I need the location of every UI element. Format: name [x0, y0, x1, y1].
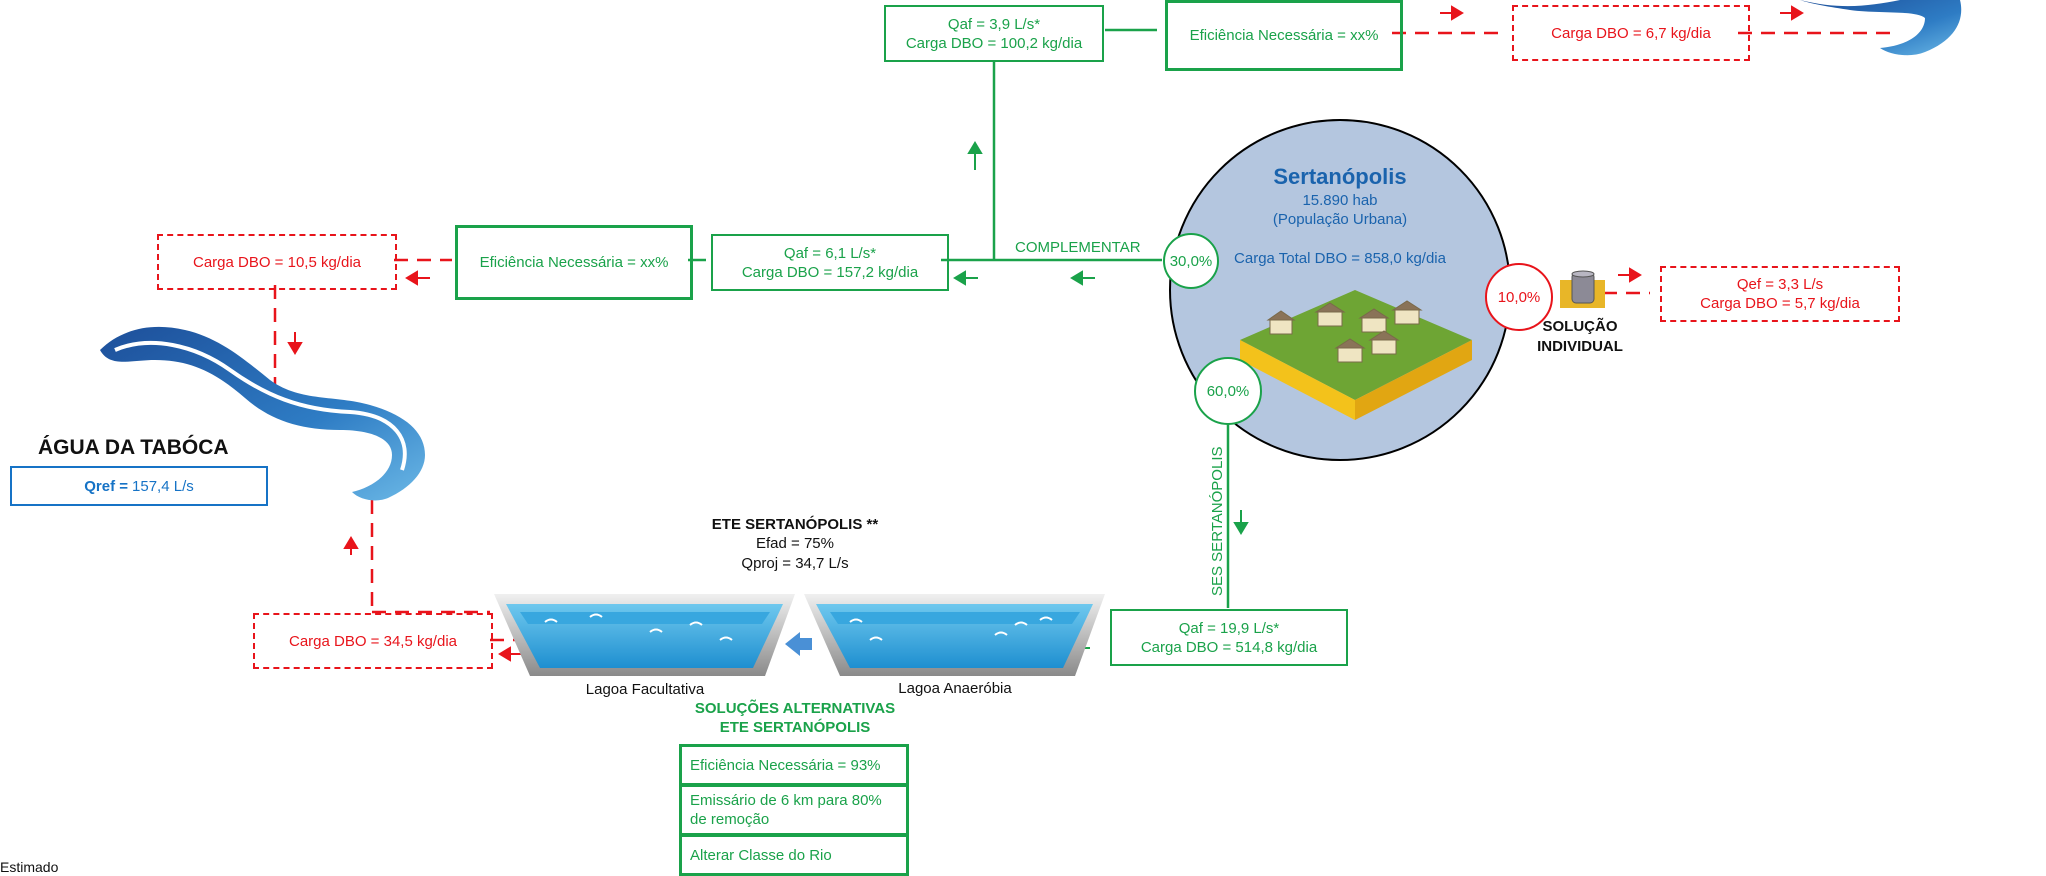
share-ses-value: 60,0% [1206, 382, 1250, 400]
alternative-item-text: Emissário de 6 km para 80% de remoção [690, 792, 882, 828]
red-dashed-lines [273, 31, 1890, 642]
ete-efad: Efad = 75% [756, 535, 834, 552]
qref-value: 157,4 L/s [132, 477, 194, 495]
left-efficiency-text: Eficiência Necessária = xx% [479, 254, 669, 271]
left-load-box: Carga DBO = 10,5 kg/dia [157, 234, 397, 290]
share-individual-value: 10,0% [1497, 288, 1541, 306]
qref-label: Qref = [84, 477, 129, 495]
pond-facultativa-icon [494, 594, 795, 676]
individual-flow-load: Carga DBO = 5,7 kg/dia [1700, 295, 1860, 312]
alternative-item: Emissário de 6 km para 80% de remoção [679, 784, 909, 836]
ete-out-load-box: Carga DBO = 34,5 kg/dia [253, 613, 493, 669]
pond-anaerobia-label: Lagoa Anaeróbia [898, 680, 1012, 697]
individual-flow-rate: Qef = 3,3 L/s [1736, 276, 1824, 293]
city-name: Sertanópolis [1273, 164, 1407, 189]
pond-facultativa-label: Lagoa Facultativa [585, 681, 705, 698]
individual-label-1: SOLUÇÃO [1542, 318, 1618, 335]
top-efficiency-box: Eficiência Necessária = xx% [1165, 0, 1403, 71]
city-terrain-icon [1240, 290, 1472, 420]
alternatives-title-2: ETE SERTANÓPOLIS [719, 719, 871, 736]
share-ses-circle: 60,0% [1194, 357, 1262, 425]
top-load-text: Carga DBO = 6,7 kg/dia [1551, 24, 1711, 42]
alternative-item: Eficiência Necessária = 93% [679, 744, 909, 786]
river-top-icon [1800, 0, 1962, 56]
left-flow-rate: Qaf = 6,1 L/s* [783, 244, 877, 262]
top-load-box: Carga DBO = 6,7 kg/dia [1512, 5, 1750, 61]
red-arrows [287, 5, 1804, 662]
ses-flow-rate: Qaf = 19,9 L/s* [1178, 619, 1280, 637]
alternative-item-text: Eficiência Necessária = 93% [690, 756, 881, 774]
ses-channel-label: SES SERTANÓPOLIS [1209, 447, 1226, 597]
left-flow-load: Carga DBO = 157,2 kg/dia [741, 263, 919, 281]
flow-arrow-icon [785, 632, 812, 656]
qref-box: Qref = 157,4 L/s [10, 466, 268, 506]
river-name: ÁGUA DA TABÓCA [38, 436, 229, 459]
septic-tank-icon [1560, 270, 1605, 308]
ete-title: ETE SERTANÓPOLIS ** [711, 516, 879, 533]
river-icon [100, 326, 425, 501]
top-flow-rate: Qaf = 3,9 L/s* [947, 15, 1041, 33]
alternatives-title-1: SOLUÇÕES ALTERNATIVAS [694, 700, 896, 717]
alternative-item: Alterar Classe do Rio [679, 834, 909, 876]
complementar-label: COMPLEMENTAR [1015, 239, 1141, 256]
city-population-type: (População Urbana) [1272, 211, 1408, 228]
city-population: 15.890 hab [1302, 192, 1378, 209]
share-complementar-circle: 30,0% [1163, 233, 1219, 289]
ete-out-load-text: Carga DBO = 34,5 kg/dia [288, 632, 457, 650]
top-flow-load: Carga DBO = 100,2 kg/dia [905, 34, 1083, 52]
individual-flow-box: Qef = 3,3 L/s Carga DBO = 5,7 kg/dia [1660, 266, 1900, 322]
top-efficiency-text: Eficiência Necessária = xx% [1189, 27, 1379, 44]
ses-flow-load: Carga DBO = 514,8 kg/dia [1140, 638, 1318, 656]
city-total-load: Carga Total DBO = 858,0 kg/dia [1234, 250, 1446, 267]
green-flow-lines [688, 28, 1230, 608]
top-flow-box: Qaf = 3,9 L/s* Carga DBO = 100,2 kg/dia [884, 5, 1104, 62]
left-flow-box: Qaf = 6,1 L/s* Carga DBO = 157,2 kg/dia [711, 234, 949, 291]
individual-label-2: INDIVIDUAL [1537, 338, 1623, 355]
left-load-text: Carga DBO = 10,5 kg/dia [192, 253, 361, 271]
alternative-item-text: Alterar Classe do Rio [690, 846, 832, 864]
ete-qproj: Qproj = 34,7 L/s [741, 555, 849, 572]
share-individual-circle: 10,0% [1485, 263, 1553, 331]
left-efficiency-box: Eficiência Necessária = xx% [455, 225, 693, 300]
ses-flow-box: Qaf = 19,9 L/s* Carga DBO = 514,8 kg/dia [1110, 609, 1348, 666]
footnote: Estimado [0, 859, 59, 875]
share-complementar-value: 30,0% [1169, 252, 1213, 270]
pond-anaerobia-icon [804, 594, 1105, 676]
